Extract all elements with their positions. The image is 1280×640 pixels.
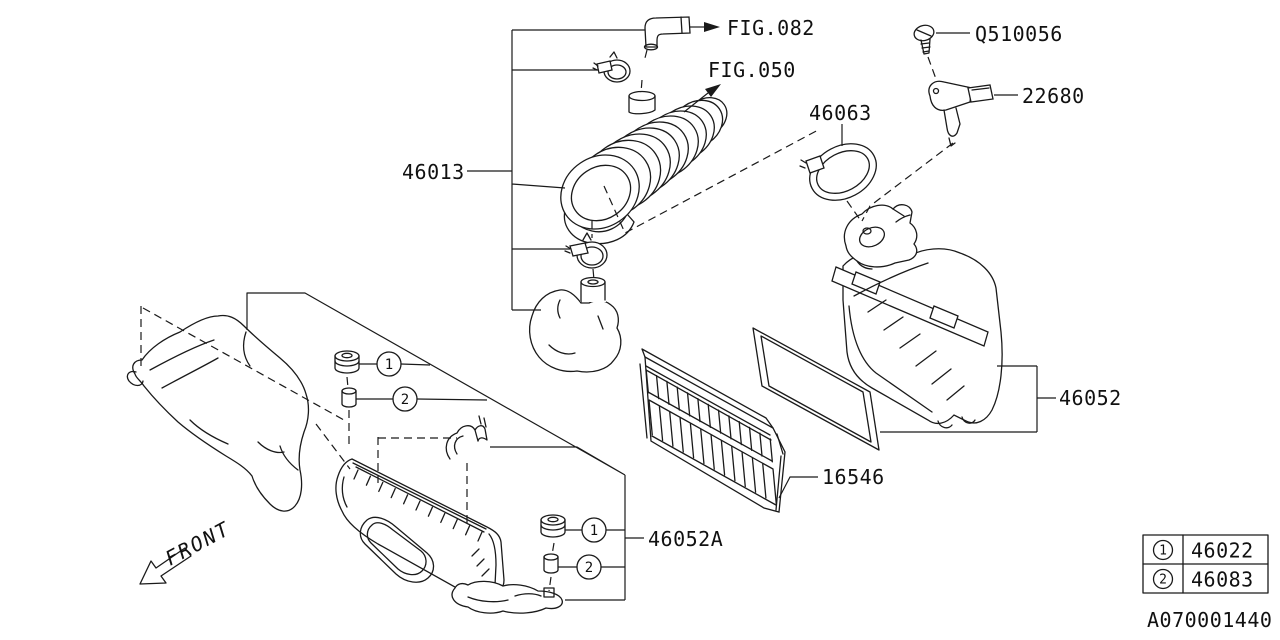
leader-16546 — [778, 476, 818, 499]
case-hook — [445, 415, 488, 460]
air-duct-drawing — [126, 314, 310, 512]
case-hatch — [353, 469, 483, 542]
legend-ref-1: 1 — [1159, 544, 1167, 559]
spacer-upper — [341, 387, 357, 408]
maf-sensor-drawing — [928, 80, 994, 147]
callout-2-lower-label: 2 — [585, 560, 593, 576]
hose-clamp-46063-drawing — [799, 143, 877, 201]
callout-2-upper-label: 2 — [401, 392, 409, 408]
arrowhead-fig050 — [705, 84, 721, 97]
case-foot — [451, 580, 563, 614]
label-46063[interactable]: 46063 — [809, 101, 872, 125]
bracket-46052 — [880, 365, 1056, 433]
callout-1-lower-label: 1 — [590, 523, 598, 539]
label-46013[interactable]: 46013 — [402, 160, 465, 184]
front-direction-indicator: FRONT — [139, 516, 234, 585]
bracket-46013 — [467, 29, 645, 311]
leader-fig050 — [683, 92, 709, 113]
legend-row-1[interactable]: 1 46022 — [1152, 539, 1254, 563]
upper-case-drawing — [831, 204, 1003, 429]
callout-1-upper-label: 1 — [385, 357, 393, 373]
callout-1-lower: 1 — [581, 517, 607, 543]
case-snout — [843, 204, 918, 270]
grommet-lower — [540, 514, 566, 538]
legend-ref-2: 2 — [1159, 573, 1167, 588]
front-arrow — [139, 547, 192, 585]
screw-drawing — [913, 24, 935, 55]
label-46052[interactable]: 46052 — [1059, 386, 1122, 410]
resonator-chamber-drawing — [528, 276, 622, 373]
bracket-46052A — [246, 292, 644, 601]
front-label: FRONT — [161, 516, 234, 570]
legend-part-2: 46083 — [1191, 568, 1254, 592]
leader-lines — [246, 22, 1056, 601]
grommet-upper — [334, 350, 360, 374]
gasket-drawing — [752, 327, 880, 451]
arrowhead-fig082 — [704, 22, 720, 32]
legend-row-2[interactable]: 2 46083 — [1152, 568, 1254, 592]
label-16546[interactable]: 16546 — [822, 465, 885, 489]
legend-table: 1 46022 2 46083 — [1142, 534, 1269, 594]
callout-lines — [356, 363, 625, 568]
label-22680[interactable]: 22680 — [1022, 84, 1085, 108]
hose-clamp-lower-drawing — [564, 232, 608, 269]
elbow-connector-drawing — [643, 16, 691, 51]
label-fig082[interactable]: FIG.082 — [727, 16, 815, 40]
assembly-dashed-lines — [140, 49, 954, 592]
filter-pleats — [645, 369, 777, 505]
callout-2-lower: 2 — [576, 554, 602, 580]
label-46052A[interactable]: 46052A — [648, 527, 723, 551]
label-q510056[interactable]: Q510056 — [975, 22, 1063, 46]
legend-part-1: 46022 — [1191, 539, 1254, 563]
hose-clamp-upper-drawing — [592, 51, 631, 83]
label-fig050[interactable]: FIG.050 — [708, 58, 796, 82]
corrugated-hose-drawing — [560, 90, 728, 245]
spacer-lower — [543, 553, 559, 574]
drawing-number: A070001440 — [1147, 608, 1272, 632]
callout-1-upper: 1 — [376, 351, 402, 377]
lower-case-drawing — [335, 415, 563, 614]
callout-2-upper: 2 — [392, 386, 418, 412]
filter-element-drawing — [639, 348, 786, 513]
